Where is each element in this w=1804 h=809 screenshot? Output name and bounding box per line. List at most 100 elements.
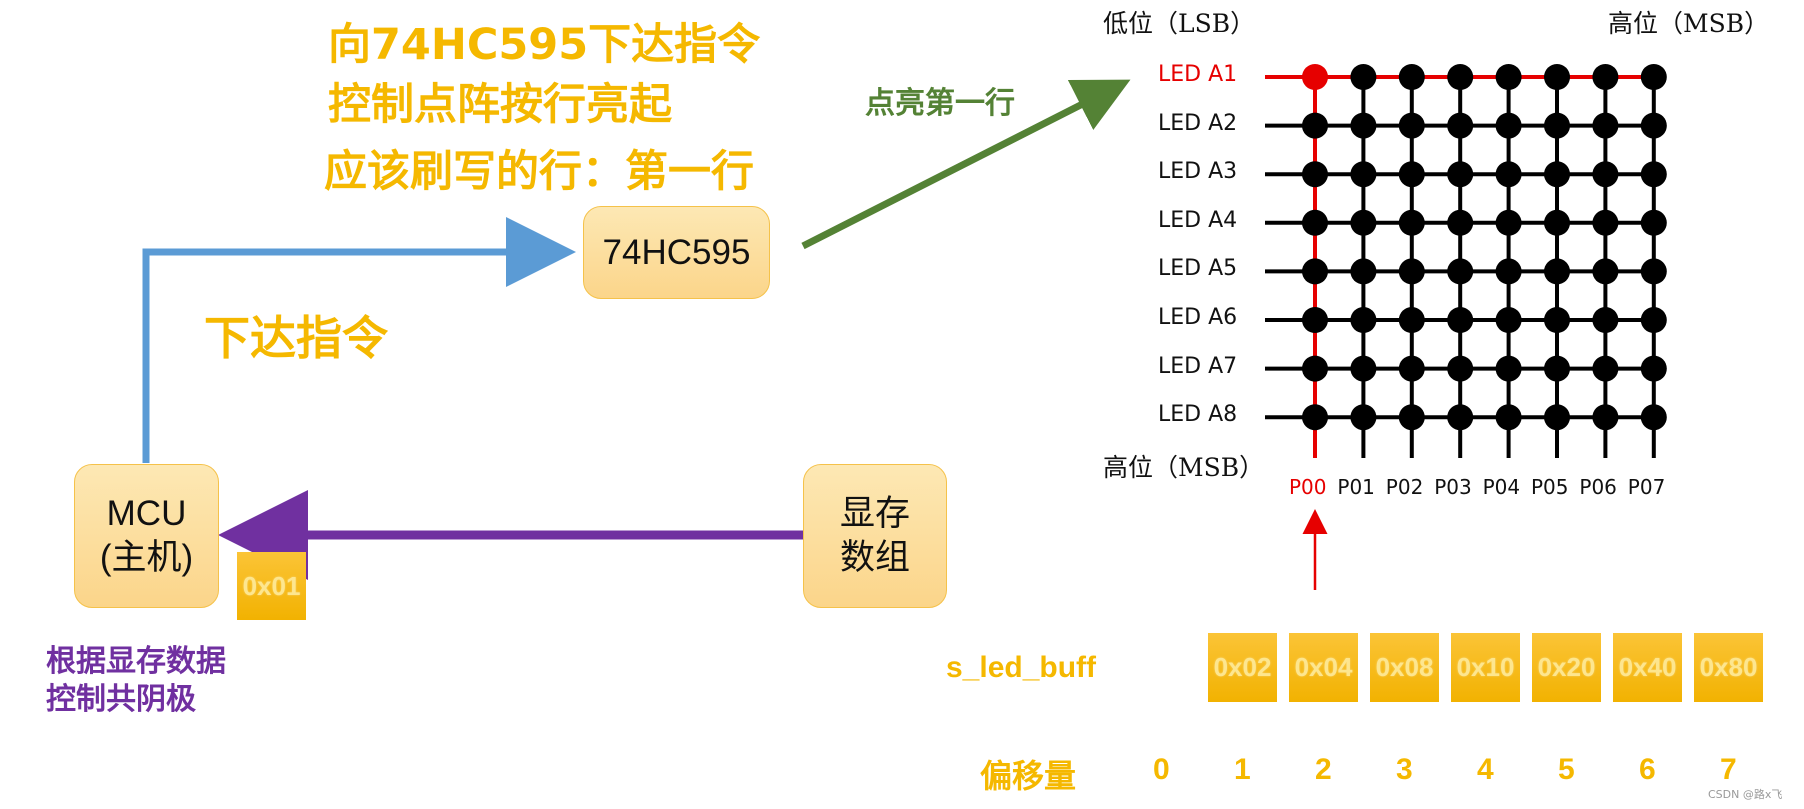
buffer-cell: 0x10: [1451, 633, 1520, 702]
led-dot: [1350, 355, 1377, 382]
led-dot: [1544, 209, 1570, 236]
display-buffer-label-2: 数组: [839, 538, 910, 577]
led-dot: [1302, 112, 1328, 139]
led-dot: [1350, 64, 1377, 90]
led-dot: [1447, 64, 1474, 90]
buffer-cell: 0x80: [1694, 633, 1763, 702]
led-dot: [1640, 258, 1667, 285]
output-value-cell: 0x01: [237, 552, 306, 620]
led-dot: [1495, 258, 1522, 285]
led-dot: [1592, 355, 1619, 382]
command-label: 下达指令: [204, 311, 388, 365]
led-dot: [1447, 161, 1474, 188]
led-dot: [1398, 404, 1425, 431]
mcu-box: MCU (主机): [74, 464, 219, 608]
led-dot: [1447, 209, 1474, 236]
output-value: 0x01: [242, 570, 301, 601]
led-dot: [1592, 307, 1619, 333]
offset-value: 4: [1477, 753, 1494, 786]
column-label: P07: [1627, 475, 1666, 499]
led-dot: [1302, 307, 1328, 333]
led-dot: [1398, 355, 1425, 382]
mcu-note-line-1: 根据显存数据: [46, 644, 226, 679]
light-row-label: 点亮第一行: [865, 86, 1015, 121]
led-dot: [1302, 355, 1328, 382]
led-dot: [1302, 258, 1328, 285]
msb-left-label: 高位（MSB）: [1103, 453, 1265, 482]
led-dot: [1302, 404, 1328, 431]
display-buffer-label-1: 显存: [839, 494, 910, 533]
led-dot: [1398, 209, 1425, 236]
led-dot: [1640, 161, 1667, 188]
led-dot: [1495, 209, 1522, 236]
led-dot: [1592, 64, 1619, 90]
led-dot: [1447, 355, 1474, 382]
led-dot: [1350, 404, 1377, 431]
led-dot: [1350, 258, 1377, 285]
row-label: LED A2: [1158, 110, 1238, 136]
led-dot: [1544, 404, 1570, 431]
led-dot: [1398, 258, 1425, 285]
column-label: P00: [1289, 475, 1327, 499]
title-line-1: 向74HC595下达指令: [328, 20, 761, 70]
led-dot: [1640, 209, 1667, 236]
offset-value: 2: [1315, 753, 1332, 786]
column-label: P06: [1579, 475, 1617, 499]
row-label: LED A3: [1158, 159, 1238, 185]
led-dot: [1350, 209, 1377, 236]
offset-label: 偏移量: [980, 757, 1077, 795]
offset-value: 1: [1234, 753, 1251, 786]
column-label: P05: [1531, 475, 1569, 499]
led-dot: [1495, 404, 1522, 431]
led-dot: [1495, 161, 1522, 188]
watermark: CSDN @路x飞: [1708, 788, 1783, 801]
mcu-note-line-2: 控制共阴极: [46, 682, 196, 717]
led-dot: [1495, 307, 1522, 333]
led-dot: [1398, 112, 1425, 139]
led-dot: [1447, 404, 1474, 431]
led-dot: [1592, 112, 1619, 139]
row-label: LED A7: [1158, 353, 1238, 379]
led-dot: [1592, 258, 1619, 285]
offset-value: 6: [1639, 753, 1656, 786]
lsb-top-label: 低位（LSB）: [1103, 9, 1256, 38]
led-dot: [1447, 112, 1474, 139]
column-label: P03: [1434, 475, 1472, 499]
light-row-arrow: [801, 79, 1131, 250]
led-dot: [1447, 307, 1474, 333]
shift-register-box: 74HC595: [583, 206, 770, 299]
led-dot: [1398, 161, 1425, 188]
led-dot: [1640, 355, 1667, 382]
led-dot: [1544, 307, 1570, 333]
led-dot: [1398, 307, 1425, 333]
led-dot: [1350, 161, 1377, 188]
column-label: P02: [1385, 475, 1424, 499]
buffer-cell: 0x04: [1289, 633, 1358, 702]
offset-value: 0: [1153, 753, 1170, 786]
led-dot: [1640, 307, 1667, 333]
row-label: LED A8: [1158, 402, 1238, 428]
offset-value: 5: [1558, 753, 1575, 786]
led-dot: [1302, 209, 1328, 236]
row-label: LED A1: [1158, 62, 1238, 87]
shift-register-label: 74HC595: [602, 232, 751, 272]
offset-value: 7: [1720, 753, 1737, 786]
offset-value: 3: [1396, 753, 1413, 786]
led-dot: [1544, 161, 1570, 188]
led-dot: [1447, 258, 1474, 285]
led-dot: [1495, 64, 1522, 90]
led-dot: [1544, 258, 1570, 285]
column-label: P04: [1482, 475, 1521, 499]
buffer-cell: 0x08: [1370, 633, 1439, 702]
mcu-sublabel: (主机): [99, 538, 194, 577]
column-label: P01: [1337, 475, 1375, 499]
led-matrix: [1265, 64, 1667, 458]
led-dot: [1592, 161, 1619, 188]
led-dot: [1592, 209, 1619, 236]
led-dot: [1350, 112, 1377, 139]
led-dot: [1640, 404, 1667, 431]
led-dot: [1592, 404, 1619, 431]
led-dot: [1544, 355, 1570, 382]
led-dot: [1495, 355, 1522, 382]
buffer-cell: 0x20: [1532, 633, 1601, 702]
